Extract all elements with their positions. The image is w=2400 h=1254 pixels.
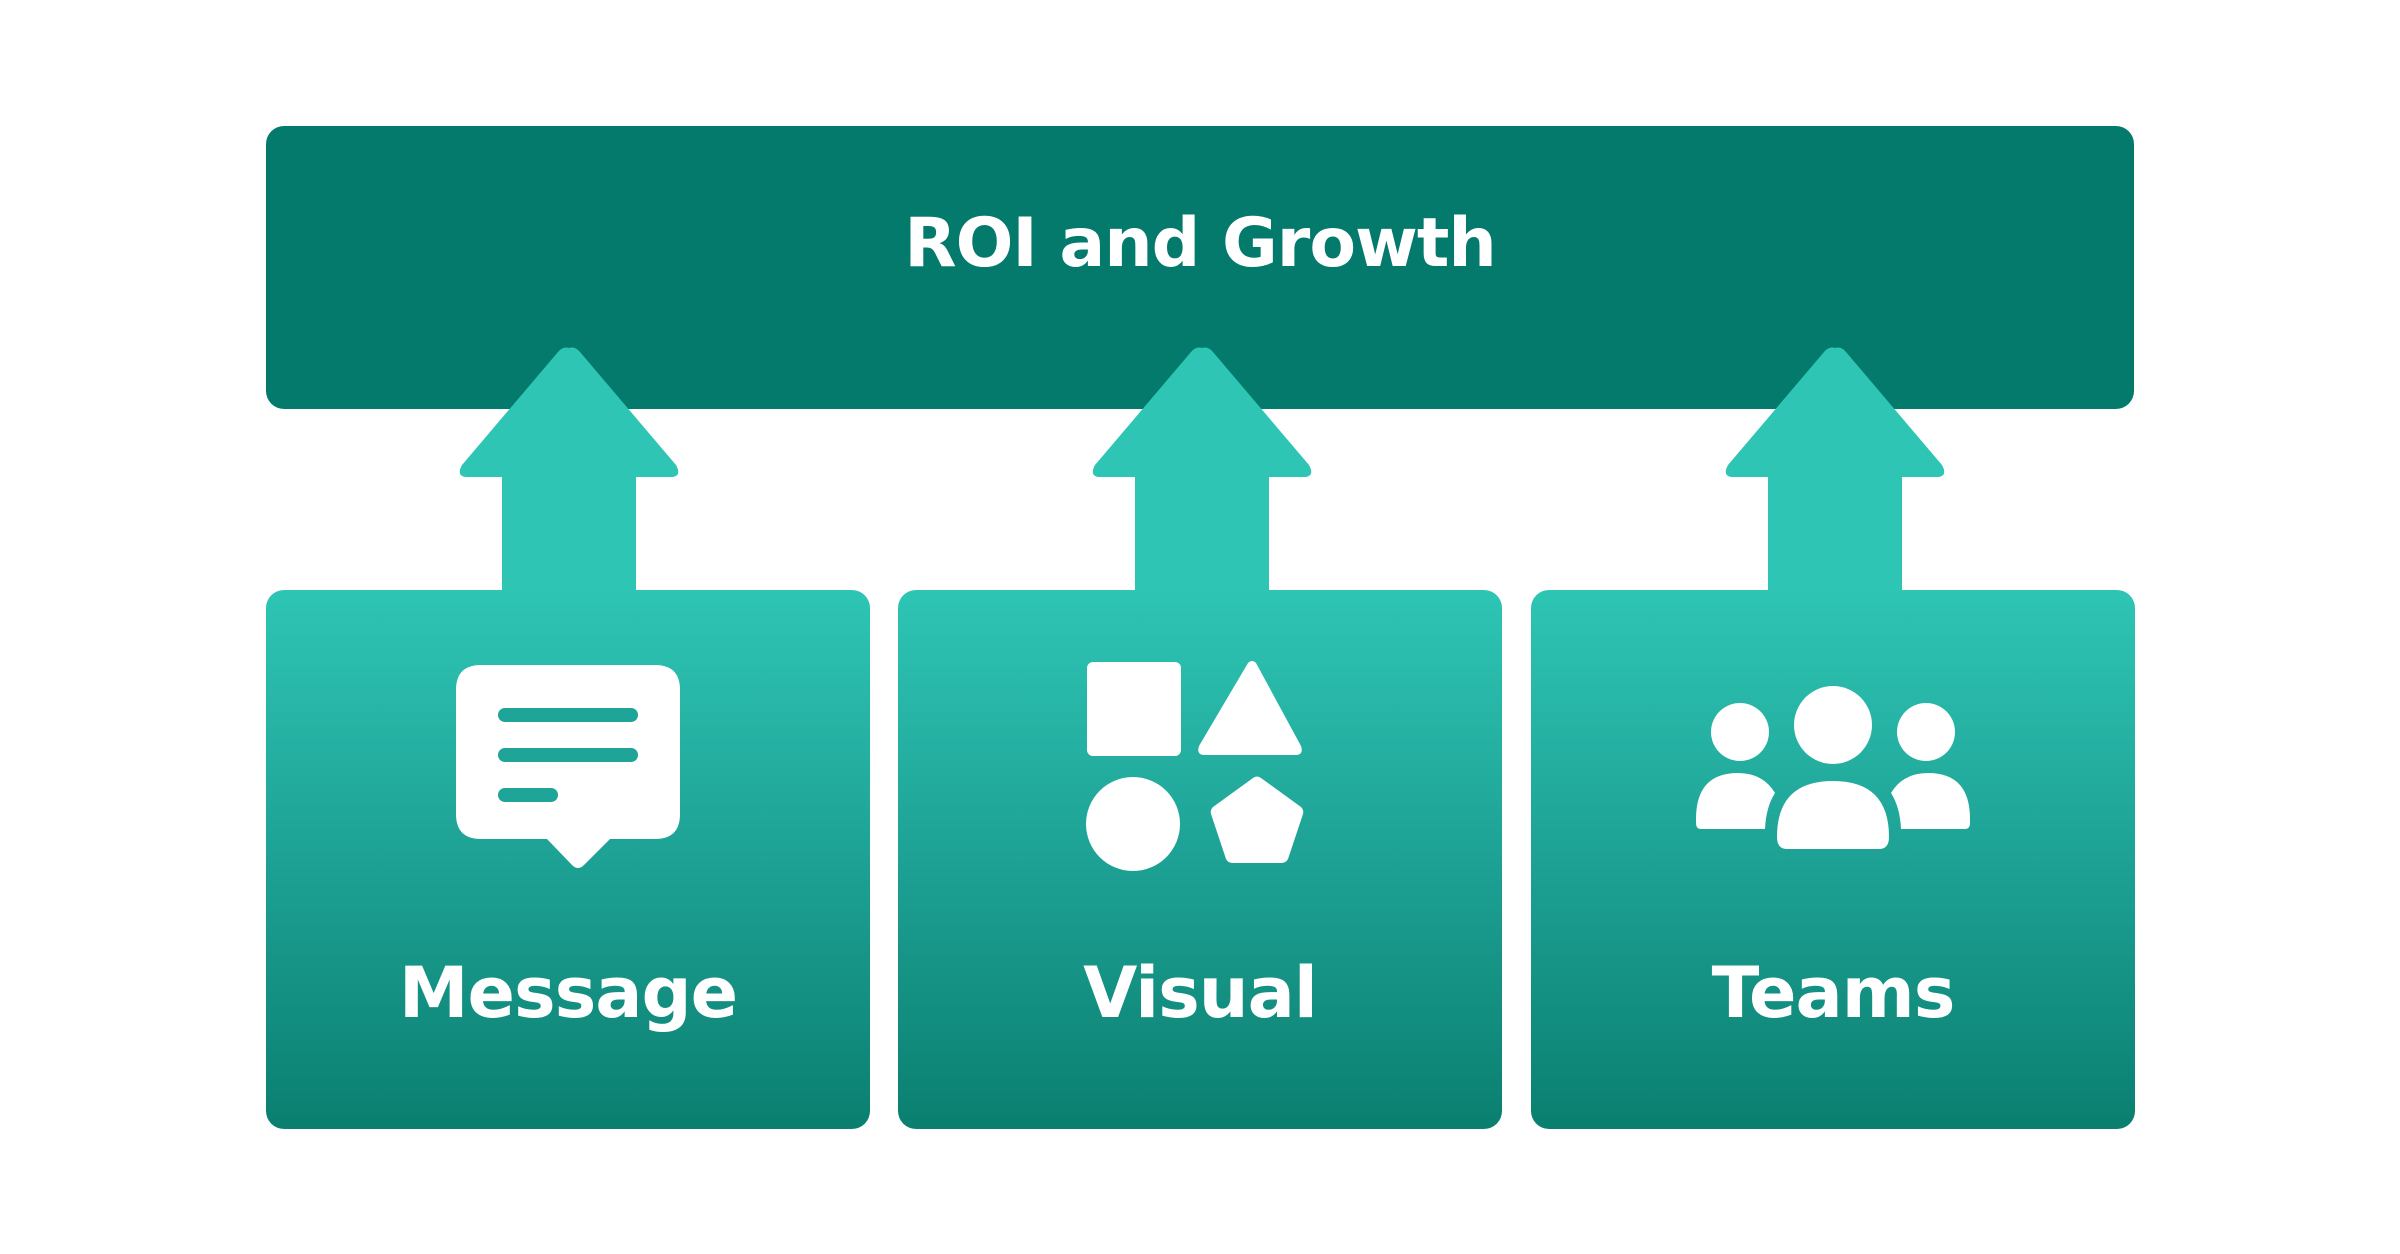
shapes-icon (1086, 661, 1304, 871)
message-box: Message (266, 590, 870, 1129)
message-label: Message (398, 952, 738, 1034)
team-icon (1696, 686, 1970, 849)
arrow-up-icon (459, 347, 679, 594)
teams-label: Teams (1711, 952, 1956, 1034)
arrow-up-icon (1725, 347, 1945, 594)
visual-box: Visual (898, 590, 1502, 1129)
arrow-up-icon (1092, 347, 1312, 594)
visual-label: Visual (1083, 952, 1318, 1034)
teams-box: Teams (1531, 590, 2135, 1129)
message-icon (456, 665, 680, 868)
roi-growth-title: ROI and Growth (904, 204, 1497, 283)
